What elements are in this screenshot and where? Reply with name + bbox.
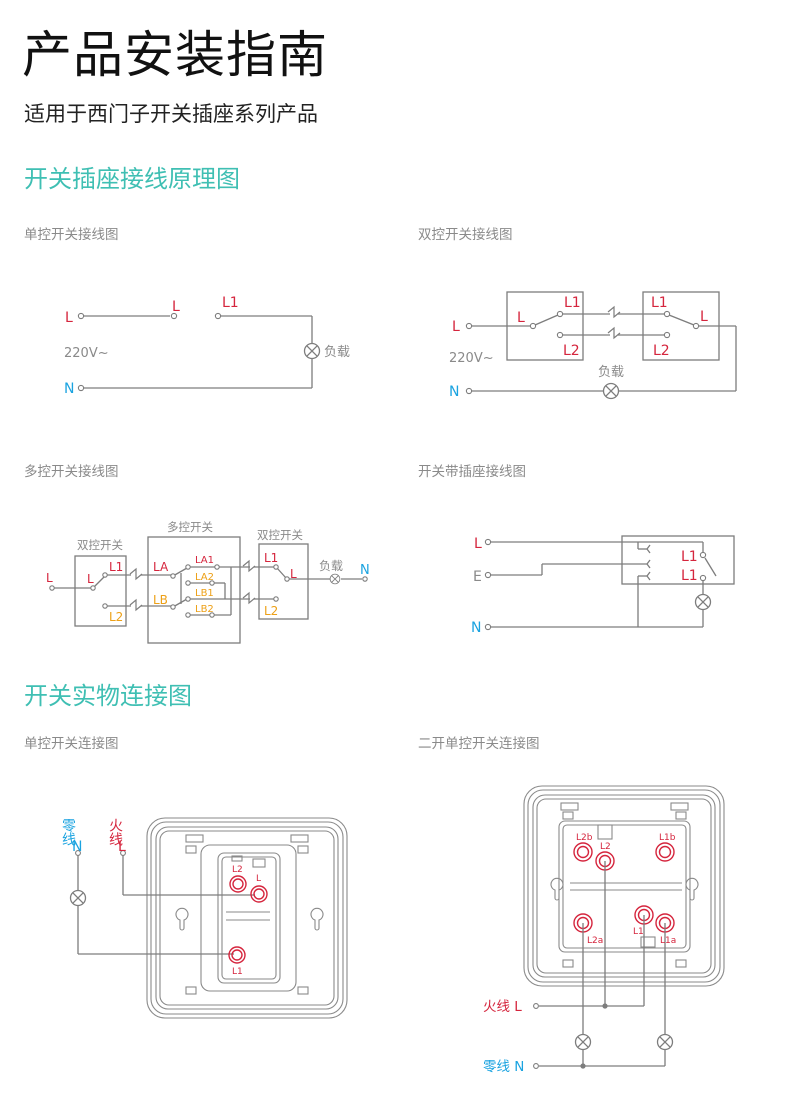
label-L: L bbox=[118, 839, 126, 855]
label-LA2: LA2 bbox=[195, 572, 214, 583]
lamp-icon bbox=[694, 593, 712, 611]
section-title-principle: 开关插座接线原理图 bbox=[24, 165, 240, 193]
label-neutral-line: 零线 N bbox=[483, 1059, 524, 1075]
single-switch-physical: 零线 N 火线 L L2 L L1 bbox=[60, 817, 348, 1019]
label-LB1: LB1 bbox=[195, 588, 214, 599]
multi-control-diagram: 双控开关 多控开关 双控开关 bbox=[46, 520, 370, 644]
label-sw1-L1: L1 bbox=[564, 295, 581, 311]
label-right-L1: L1 bbox=[264, 551, 278, 565]
lamp-icon bbox=[69, 889, 87, 907]
label-N: N bbox=[72, 839, 82, 855]
page-title: 产品安装指南 bbox=[22, 26, 328, 84]
label-N: N bbox=[360, 563, 370, 578]
label-term-L2b: L2b bbox=[576, 833, 593, 843]
caption-single-physical: 单控开关连接图 bbox=[24, 736, 119, 752]
section-title-physical: 开关实物连接图 bbox=[24, 682, 192, 710]
label-LA1: LA1 bbox=[195, 555, 214, 566]
label-sw2-L1: L1 bbox=[651, 295, 668, 311]
label-term-L1b: L1b bbox=[659, 833, 676, 843]
label-load: 负载 bbox=[324, 345, 350, 360]
caption-multi-wiring: 多控开关接线图 bbox=[24, 464, 119, 480]
label-voltage: 220V~ bbox=[449, 351, 494, 366]
label-LB: LB bbox=[153, 593, 168, 607]
caption-single-wiring: 单控开关接线图 bbox=[24, 227, 119, 243]
label-L: L bbox=[474, 536, 482, 552]
label-mid-box: 多控开关 bbox=[167, 520, 213, 534]
label-N: N bbox=[449, 384, 459, 400]
lamp-icon bbox=[574, 1033, 592, 1051]
label-term-L2a: L2a bbox=[587, 936, 603, 946]
label-LB2: LB2 bbox=[195, 604, 214, 615]
double-control-diagram: L L L1 L2 L1 L2 L 220V~ 负载 N bbox=[449, 291, 737, 400]
label-term-L1: L1 bbox=[232, 967, 243, 977]
label-L1-bottom: L1 bbox=[681, 568, 698, 584]
lamp-icon bbox=[602, 382, 620, 400]
label-load: 负载 bbox=[319, 559, 343, 573]
label-L: L bbox=[46, 571, 53, 585]
label-N: N bbox=[64, 381, 74, 397]
label-left-L2: L2 bbox=[109, 610, 123, 624]
lamp-icon bbox=[656, 1033, 674, 1051]
label-term-L2: L2 bbox=[232, 865, 243, 875]
label-neutral-line: 零线 bbox=[60, 818, 76, 846]
switch-socket-diagram: L E N L1 L1 bbox=[471, 535, 735, 636]
label-live-line: 火线 bbox=[107, 818, 123, 846]
label-sw1-L2: L2 bbox=[563, 343, 580, 359]
label-right-box: 双控开关 bbox=[257, 528, 303, 542]
double-switch-physical: L2b L2 L1b L2a L1 L1a 火线 L 零线 N bbox=[483, 785, 725, 1075]
single-control-diagram: L L L1 220V~ 负载 N bbox=[64, 295, 350, 397]
label-L: L bbox=[65, 310, 73, 326]
page-subtitle: 适用于西门子开关插座系列产品 bbox=[24, 102, 318, 126]
label-L: L bbox=[452, 319, 460, 335]
label-live-line: 火线 L bbox=[483, 999, 522, 1015]
label-term-L2: L2 bbox=[600, 842, 611, 852]
label-term-L1a: L1a bbox=[660, 936, 676, 946]
label-N: N bbox=[471, 620, 481, 636]
label-LA: LA bbox=[153, 560, 169, 574]
label-right-L: L bbox=[290, 567, 297, 581]
label-load: 负载 bbox=[598, 365, 624, 380]
caption-double-physical: 二开单控开关连接图 bbox=[418, 736, 540, 752]
label-term-L: L bbox=[256, 874, 261, 884]
label-voltage: 220V~ bbox=[64, 346, 109, 361]
label-right-L2: L2 bbox=[264, 604, 278, 618]
label-switch-L: L bbox=[172, 299, 180, 315]
label-left-L1: L1 bbox=[109, 560, 123, 574]
label-E: E bbox=[473, 569, 482, 585]
label-switch-L1: L1 bbox=[222, 295, 239, 311]
caption-socket-wiring: 开关带插座接线图 bbox=[418, 464, 526, 480]
label-left-L: L bbox=[87, 572, 94, 586]
label-sw1-L: L bbox=[517, 310, 525, 326]
label-sw2-L: L bbox=[700, 309, 708, 325]
label-left-box: 双控开关 bbox=[77, 538, 123, 552]
label-term-L1: L1 bbox=[633, 927, 644, 937]
lamp-icon bbox=[329, 573, 341, 585]
label-sw2-L2: L2 bbox=[653, 343, 670, 359]
caption-double-wiring: 双控开关接线图 bbox=[418, 227, 513, 243]
label-L1-top: L1 bbox=[681, 549, 698, 565]
lamp-icon bbox=[303, 342, 321, 360]
